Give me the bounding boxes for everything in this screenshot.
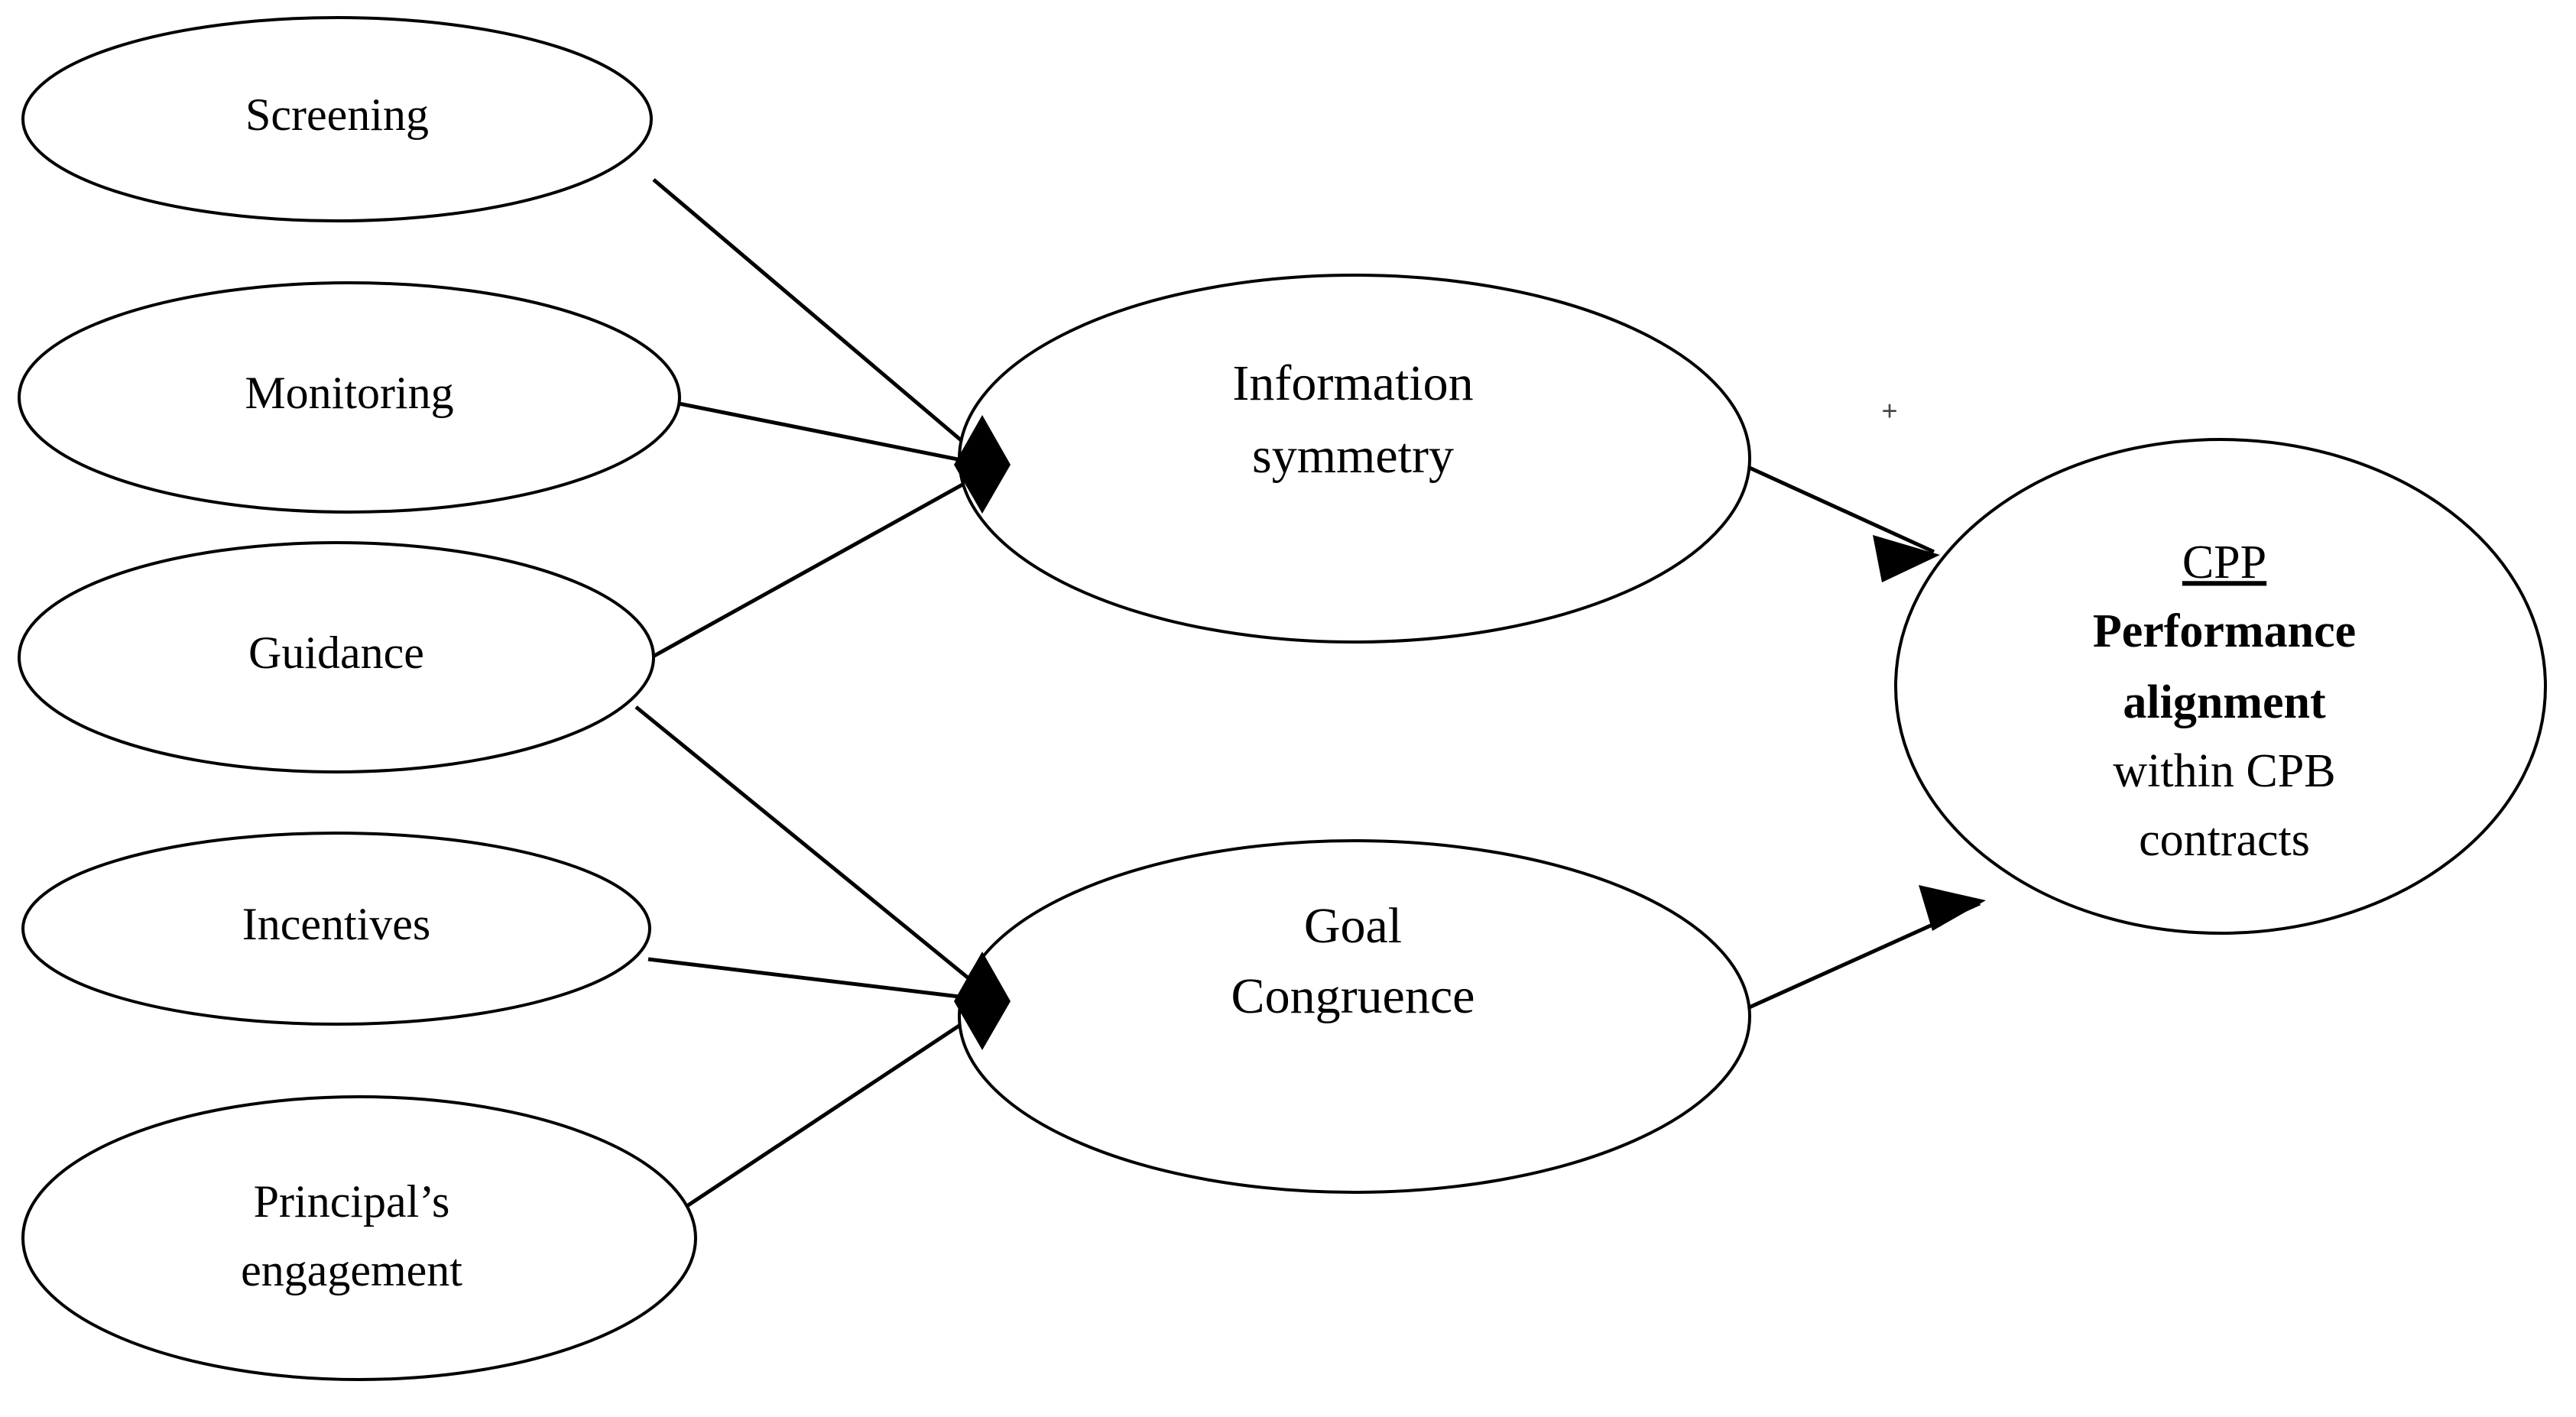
edge-layer	[634, 178, 1981, 1214]
node-screening[interactable]	[21, 16, 653, 222]
edge-incentives-to-goal-congruence	[647, 957, 985, 1002]
label-cpp-plain-line2: contracts	[2139, 814, 2310, 866]
arrowhead-information-symmetry-to-cpp	[1873, 535, 1940, 582]
label-goal-congruence-line1: Goal	[1304, 898, 1402, 954]
label-incentives: Incentives	[242, 899, 431, 949]
edge-principals-engagement-to-goal-congruence	[677, 1007, 986, 1214]
label-goal-congruence-line2: Congruence	[1231, 968, 1475, 1024]
label-principals-engagement-line2: engagement	[241, 1245, 462, 1295]
edge-guidance-to-goal-congruence	[634, 705, 986, 993]
edge-information-symmetry-to-cpp	[1724, 455, 1935, 554]
node-guidance[interactable]	[18, 541, 655, 773]
node-incentives[interactable]	[21, 832, 651, 1026]
arrowhead-goal-congruence-to-cpp	[1919, 885, 1986, 931]
node-layer	[18, 16, 2547, 1381]
node-cpp-performance-alignment[interactable]	[1894, 438, 2547, 935]
label-principals-engagement-line1: Principal’s	[254, 1176, 450, 1227]
edge-screening-to-information-symmetry	[652, 178, 986, 462]
label-cpp-bold-line2: alignment	[2123, 676, 2326, 728]
diamond-marker-goal-congruence	[954, 952, 1011, 1050]
edge-monitoring-to-information-symmetry	[678, 401, 985, 467]
label-information-symmetry-line1: Information	[1232, 355, 1473, 411]
label-cpp-plain-line1: within CPB	[2113, 745, 2335, 797]
label-cpp-bold-line1: Performance	[2093, 605, 2356, 657]
label-information-symmetry-line2: symmetry	[1252, 428, 1454, 484]
label-screening: Screening	[245, 89, 429, 140]
node-principals-engagement[interactable]	[21, 1095, 697, 1381]
marker-layer	[954, 415, 1986, 1050]
edge-guidance-to-information-symmetry	[639, 470, 986, 666]
label-cpp-heading: CPP	[2182, 537, 2266, 589]
node-monitoring[interactable]	[18, 281, 681, 514]
label-monitoring: Monitoring	[245, 368, 453, 418]
diamond-marker-information-symmetry	[954, 415, 1011, 514]
label-layer: Screening Monitoring Guidance Incentives…	[241, 89, 2356, 1295]
label-guidance: Guidance	[248, 627, 424, 678]
positive-sign-annotation: +	[1881, 395, 1897, 426]
node-goal-congruence[interactable]	[958, 839, 1751, 1194]
